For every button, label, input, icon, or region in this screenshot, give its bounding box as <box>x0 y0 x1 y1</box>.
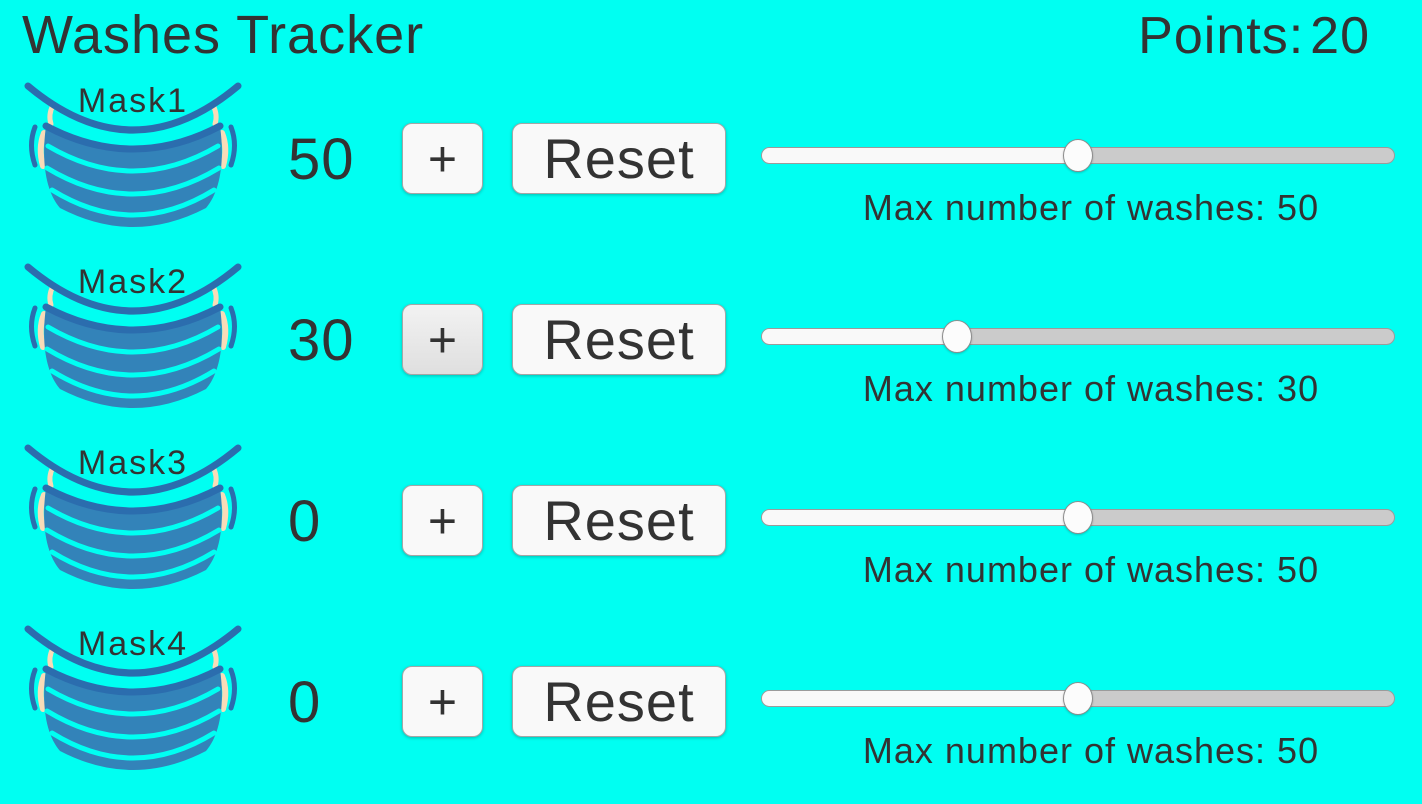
slider-fill <box>762 148 1079 163</box>
max-washes-slider[interactable] <box>761 681 1395 715</box>
mask-label: Mask2 <box>77 263 189 301</box>
reset-button[interactable]: Reset <box>512 304 726 375</box>
slider-thumb[interactable] <box>942 320 973 353</box>
reset-button[interactable]: Reset <box>512 123 726 194</box>
mask-row: Mask1 50 + Reset Max number of washes: 5… <box>0 80 1422 261</box>
mask-item: Mask1 <box>18 80 248 244</box>
wash-count: 30 <box>288 308 355 373</box>
max-washes-label: Max number of washes: 50 <box>862 549 1320 590</box>
mask-item: Mask2 <box>18 261 248 425</box>
wash-count: 0 <box>288 489 322 554</box>
max-washes-slider[interactable] <box>761 500 1395 534</box>
reset-button[interactable]: Reset <box>512 485 726 556</box>
slider-fill <box>762 510 1079 525</box>
max-washes-label: Max number of washes: 50 <box>862 730 1320 771</box>
increment-button[interactable]: + <box>402 304 483 375</box>
wash-count: 0 <box>288 670 322 735</box>
max-washes-label: Max number of washes: 50 <box>862 187 1320 228</box>
slider-thumb[interactable] <box>1063 682 1093 715</box>
mask-row: Mask2 30 + Reset Max number of washes: 3… <box>0 261 1422 442</box>
mask-item: Mask3 <box>18 442 248 606</box>
mask-label: Mask4 <box>77 625 189 663</box>
points-label: Points: <box>1138 7 1305 65</box>
mask-label: Mask3 <box>77 444 189 482</box>
slider-track[interactable] <box>761 328 1395 345</box>
mask-rows: Mask1 50 + Reset Max number of washes: 5… <box>0 80 1422 804</box>
points-value: 20 <box>1310 7 1370 65</box>
points-display: Points:20 <box>1138 6 1370 66</box>
wash-count: 50 <box>288 127 355 192</box>
increment-button[interactable]: + <box>402 485 483 556</box>
slider-fill <box>762 329 959 344</box>
mask-row: Mask4 0 + Reset Max number of washes: 50 <box>0 623 1422 804</box>
slider-thumb[interactable] <box>1063 501 1093 534</box>
max-washes-slider[interactable] <box>761 138 1395 172</box>
mask-item: Mask4 <box>18 623 248 787</box>
reset-button[interactable]: Reset <box>512 666 726 737</box>
max-washes-label: Max number of washes: 30 <box>862 368 1320 409</box>
mask-row: Mask3 0 + Reset Max number of washes: 50 <box>0 442 1422 623</box>
max-washes-slider[interactable] <box>761 319 1395 353</box>
increment-button[interactable]: + <box>402 666 483 737</box>
slider-fill <box>762 691 1079 706</box>
mask-label: Mask1 <box>77 82 189 120</box>
increment-button[interactable]: + <box>402 123 483 194</box>
slider-thumb[interactable] <box>1063 139 1093 172</box>
page-title: Washes Tracker <box>22 5 425 65</box>
